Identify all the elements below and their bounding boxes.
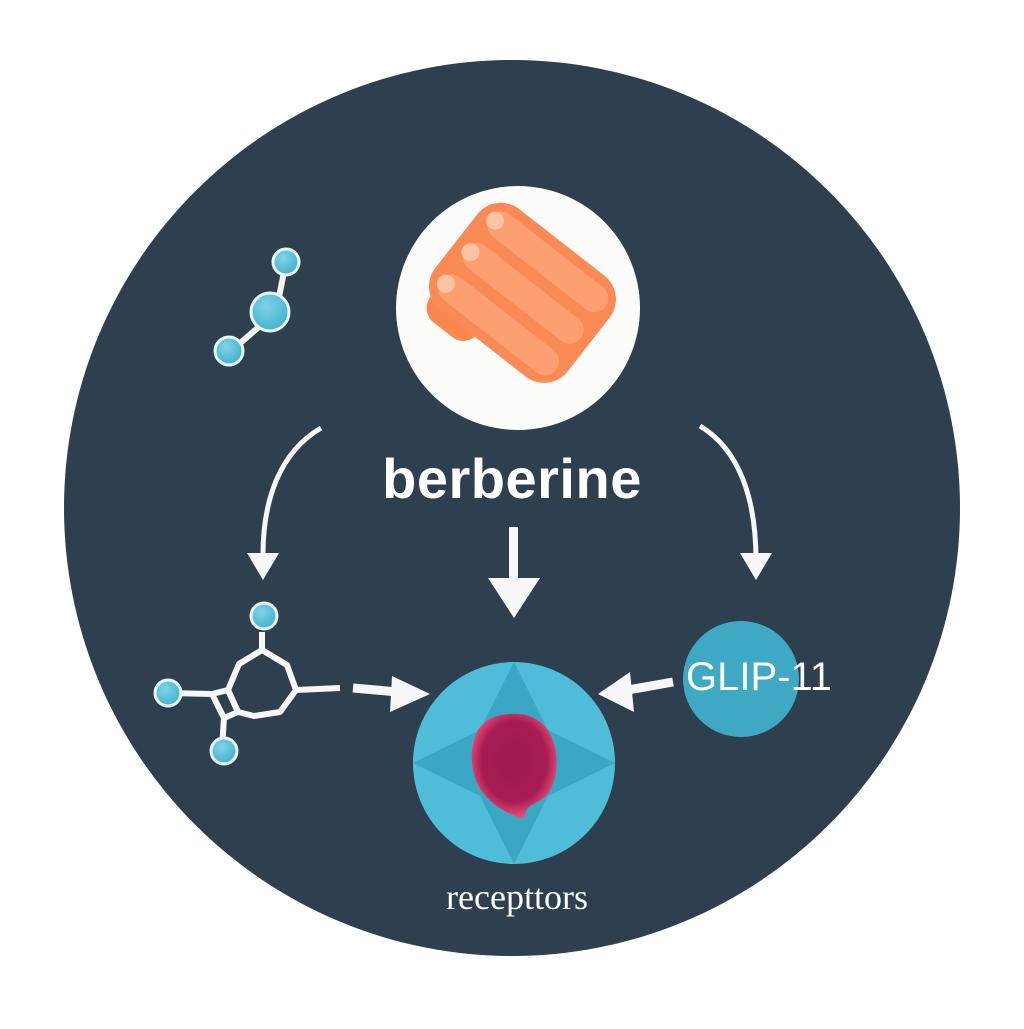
- ring-molecule-icon: [153, 601, 341, 766]
- glp-circle-icon[interactable]: [683, 621, 799, 737]
- arrow-glp-to-receptors: [598, 672, 674, 712]
- receptors-label: recepttors: [446, 877, 588, 917]
- receptor-cell-icon[interactable]: [413, 662, 615, 864]
- arrow-berberine-to-receptors: [488, 527, 540, 618]
- arrow-berberine-to-left: [247, 425, 323, 580]
- arrow-left-molecule-to-receptors: [352, 676, 430, 712]
- arrow-berberine-to-right: [698, 423, 772, 580]
- molecule-chain-icon: [213, 247, 301, 367]
- glp-label: GLIP-11: [686, 655, 832, 699]
- berberine-supplement-icon[interactable]: [396, 186, 640, 430]
- diagram-title: berberine: [382, 447, 642, 510]
